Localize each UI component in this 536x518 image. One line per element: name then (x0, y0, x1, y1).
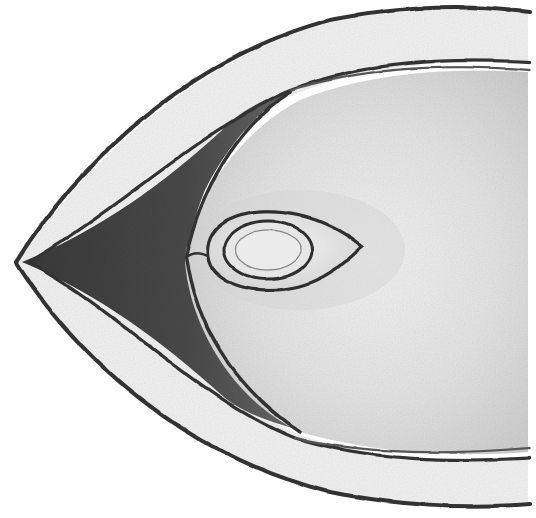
pupil-center (235, 230, 301, 270)
